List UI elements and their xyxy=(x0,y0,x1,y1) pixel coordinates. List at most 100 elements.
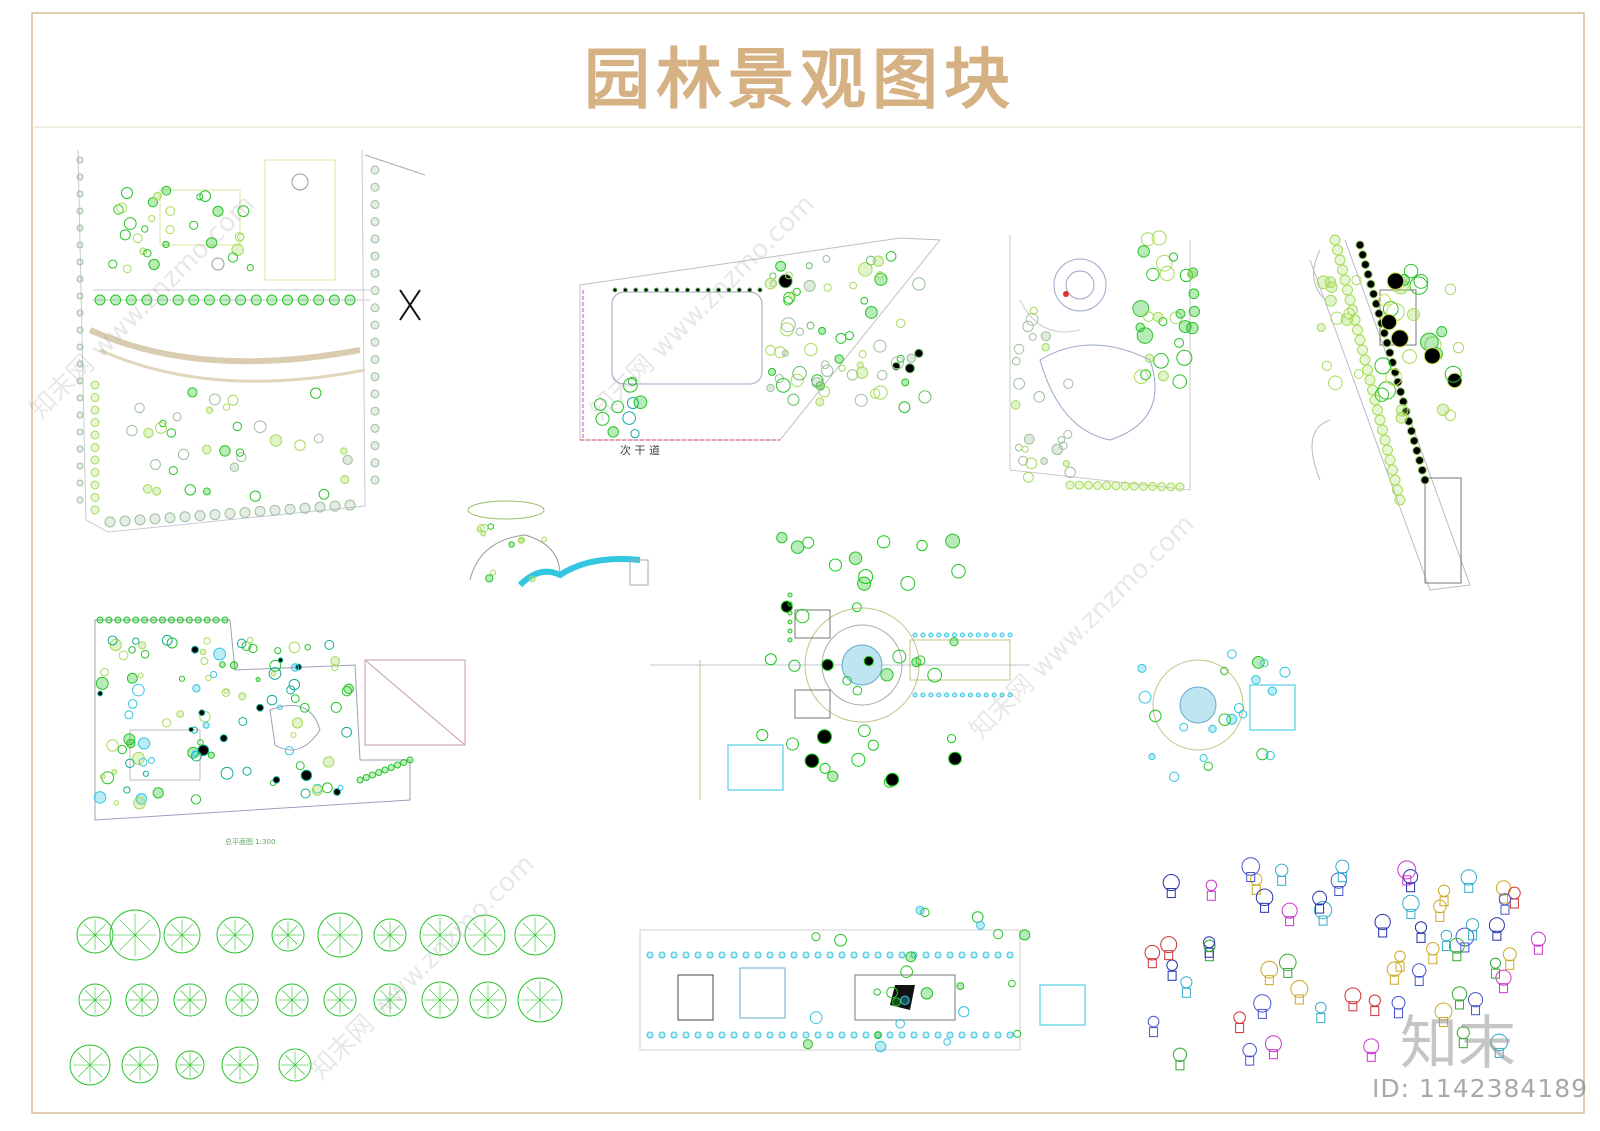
tree-symbol xyxy=(792,366,807,381)
tree-symbol xyxy=(838,951,846,959)
tree-symbol xyxy=(290,731,297,738)
tree-symbol xyxy=(1208,724,1217,734)
tree-symbol xyxy=(188,294,200,306)
tree-symbol xyxy=(1023,433,1035,445)
tree-symbol xyxy=(110,294,122,306)
tree-symbol xyxy=(1144,944,1161,961)
watermark-id: ID: 1142384189 xyxy=(1372,1074,1589,1103)
tree-symbol xyxy=(105,616,113,624)
tree-symbol xyxy=(730,1031,738,1039)
tree-symbol xyxy=(1372,404,1383,416)
tree-symbol xyxy=(1363,1038,1380,1055)
tree-symbol xyxy=(224,508,236,519)
tree-symbol xyxy=(185,616,193,624)
tree-symbol xyxy=(290,663,300,672)
tree-symbol xyxy=(373,983,407,1017)
tree-symbol xyxy=(1368,994,1381,1007)
tree-symbol xyxy=(877,535,891,549)
tree-symbol xyxy=(155,421,168,434)
central-plaza-plan xyxy=(650,607,1030,800)
tree-symbol xyxy=(682,1031,690,1039)
potted-plant-pot xyxy=(1366,1051,1376,1062)
tree-symbol xyxy=(1146,267,1160,282)
potted-plant-pot xyxy=(1494,1047,1504,1058)
tree-symbol xyxy=(278,1048,312,1082)
tree-symbol-stroke xyxy=(326,921,341,936)
tree-symbol xyxy=(1186,321,1199,335)
tree-symbol xyxy=(205,406,214,414)
potted-plant-pot xyxy=(1490,968,1500,979)
tree-symbol xyxy=(1316,275,1331,290)
tree-symbol xyxy=(76,377,84,385)
tree-symbol xyxy=(132,616,140,624)
tree-symbol xyxy=(172,294,184,306)
tree-symbol xyxy=(266,294,278,306)
tree-symbol xyxy=(945,533,961,549)
tree-symbol xyxy=(1385,368,1403,386)
tree-symbol-legend xyxy=(69,909,563,1086)
tree-symbol-stroke xyxy=(170,934,183,947)
tree-symbol xyxy=(201,444,212,455)
tree-symbol xyxy=(117,744,127,755)
tree-symbol-stroke xyxy=(83,923,96,936)
tree-symbol-stroke xyxy=(487,999,500,1012)
tree-symbol xyxy=(1218,713,1232,726)
tree-symbol xyxy=(834,354,844,364)
tree-symbol xyxy=(1260,960,1279,979)
master-site-plan xyxy=(94,619,466,821)
tree-symbol xyxy=(1465,918,1480,932)
tree-symbol xyxy=(790,373,804,387)
tree-symbol xyxy=(175,1050,205,1080)
tree-symbol xyxy=(1379,328,1389,338)
tree-symbol xyxy=(975,632,981,638)
tree-symbol xyxy=(1059,441,1068,451)
tree-symbol xyxy=(1382,444,1393,456)
tree-symbol xyxy=(1397,860,1417,880)
potted-plant-pot xyxy=(1235,1023,1245,1034)
tree-symbol xyxy=(286,685,296,695)
tree-symbol-stroke xyxy=(339,934,354,949)
tree-symbol xyxy=(114,616,122,624)
tree-symbol xyxy=(1152,311,1164,323)
tree-symbol xyxy=(221,616,229,624)
tree-symbol xyxy=(198,709,206,717)
tree-symbol xyxy=(912,692,918,698)
tree-symbol-stroke xyxy=(539,999,554,1014)
tree-symbol xyxy=(1040,457,1048,465)
potted-plant-pot xyxy=(1204,951,1214,962)
tree-symbol xyxy=(375,769,383,776)
tree-symbol xyxy=(958,951,966,959)
tree-symbol xyxy=(149,458,161,470)
round-plaza-plan-trees xyxy=(1137,649,1291,783)
potted-plant-pot xyxy=(1348,1001,1358,1012)
tree-symbol-stroke xyxy=(85,990,96,1001)
tree-symbol-stroke xyxy=(139,1064,152,1077)
tree-symbol xyxy=(1149,709,1162,723)
potted-plant-pot xyxy=(1277,875,1287,886)
tree-symbol xyxy=(342,454,353,466)
tree-symbol xyxy=(804,342,818,357)
tree-symbol xyxy=(152,787,164,799)
tree-symbol-stroke xyxy=(389,999,400,1010)
tree-symbol-stroke xyxy=(287,934,298,945)
tree-symbol xyxy=(1025,457,1038,470)
tree-symbol xyxy=(255,677,261,683)
tree-symbol xyxy=(202,721,210,729)
tree-symbol xyxy=(685,287,690,293)
tree-symbol xyxy=(1402,349,1417,364)
tree-symbol xyxy=(1138,481,1148,491)
tree-symbol xyxy=(317,912,363,958)
tree-symbol xyxy=(464,914,506,956)
tree-symbol xyxy=(915,905,925,915)
tree-symbol xyxy=(235,448,245,457)
tree-symbol xyxy=(370,320,380,330)
tree-symbol xyxy=(787,592,793,598)
tree-symbol xyxy=(811,374,824,387)
tree-symbol xyxy=(911,657,922,668)
tree-symbol xyxy=(179,511,191,523)
tree-symbol xyxy=(1364,374,1376,386)
tree-symbol xyxy=(1363,269,1373,279)
tree-symbol xyxy=(238,716,248,726)
tree-symbol xyxy=(1074,480,1084,490)
tree-symbol xyxy=(246,636,254,644)
